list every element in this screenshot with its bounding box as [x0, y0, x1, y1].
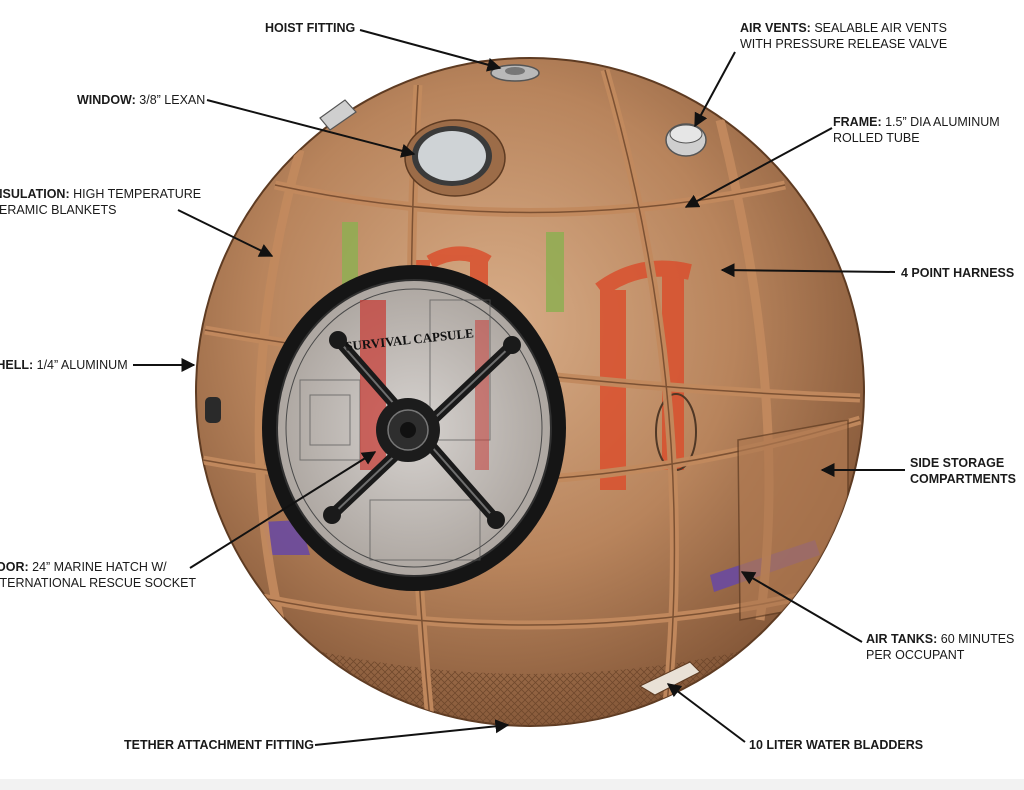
window [404, 119, 506, 197]
callout-air-vents-text: SEALABLE AIR VENTS [810, 21, 948, 35]
callout-storage: SIDE STORAGE COMPARTMENTS [910, 455, 1016, 487]
leader-hoist [359, 29, 502, 72]
callout-insulation-line2: CERAMIC BLANKETS [0, 203, 117, 217]
leader-lines [133, 29, 905, 746]
callout-air-tanks: AIR TANKS: 60 MINUTES PER OCCUPANT [866, 631, 1014, 663]
callout-door-text: 24” MARINE HATCH W/ [28, 560, 167, 574]
callout-hoist-title: HOIST FITTING [265, 21, 356, 35]
callout-water-title: 10 LITER WATER BLADDERS [749, 738, 924, 752]
air-vent [665, 123, 707, 157]
footer-strip [0, 779, 1024, 790]
leader-door [189, 451, 377, 569]
callout-frame-title: FRAME: [833, 115, 882, 129]
leader-water [666, 683, 746, 743]
callout-storage-line2: COMPARTMENTS [910, 472, 1017, 486]
leader-window [206, 99, 416, 158]
callout-tether-title: TETHER ATTACHMENT FITTING [124, 738, 315, 752]
callout-insulation-title: INSULATION: [0, 187, 70, 201]
callout-air-vents-line2: WITH PRESSURE RELEASE VALVE [740, 37, 948, 51]
callout-air-vents: AIR VENTS: SEALABLE AIR VENTS WITH PRESS… [740, 20, 947, 52]
leader-frame [684, 127, 833, 208]
callout-storage-title: SIDE STORAGE [910, 456, 1005, 470]
callout-hoist-fitting: HOIST FITTING [265, 20, 355, 36]
callout-air-tanks-text: 60 MINUTES [937, 632, 1015, 646]
callout-frame-line2: ROLLED TUBE [833, 131, 920, 145]
callout-air-tanks-line2: PER OCCUPANT [866, 648, 965, 662]
callout-frame: FRAME: 1.5” DIA ALUMINUM ROLLED TUBE [833, 114, 1000, 146]
hatch-door [262, 265, 566, 591]
callout-door: DOOR: 24” MARINE HATCH W/ INTERNATIONAL … [0, 559, 196, 591]
callout-door-title: DOOR: [0, 560, 29, 574]
callout-air-vents-title: AIR VENTS: [740, 21, 811, 35]
callout-window-title: WINDOW: [77, 93, 136, 107]
water-bladder [638, 661, 701, 696]
leader-air-vents [694, 51, 736, 128]
callout-window-text: 3/8” LEXAN [135, 93, 206, 107]
callout-air-tanks-title: AIR TANKS: [866, 632, 938, 646]
air-vent-left [319, 99, 357, 131]
hoist-fitting [490, 64, 540, 82]
callout-frame-text: 1.5” DIA ALUMINUM [881, 115, 1000, 129]
callout-window: WINDOW: 3/8” LEXAN [77, 92, 205, 108]
callout-harness-title: 4 POINT HARNESS [901, 266, 1015, 280]
storage-compartment [737, 419, 849, 621]
callout-insulation-text: HIGH TEMPERATURE [69, 187, 202, 201]
callout-water-bladders: 10 LITER WATER BLADDERS [749, 737, 923, 753]
callout-insulation: INSULATION: HIGH TEMPERATURE CERAMIC BLA… [0, 186, 201, 218]
leader-tether [314, 719, 510, 746]
callout-door-line2: INTERNATIONAL RESCUE SOCKET [0, 576, 197, 590]
leader-harness [720, 263, 896, 278]
leader-insulation [177, 209, 274, 257]
callout-tether: TETHER ATTACHMENT FITTING [124, 737, 314, 753]
callout-shell-text: 1/4” ALUMINUM [33, 358, 128, 372]
leader-air-tanks [740, 571, 863, 643]
shell-handle [205, 397, 221, 423]
callout-harness: 4 POINT HARNESS [901, 265, 1014, 281]
